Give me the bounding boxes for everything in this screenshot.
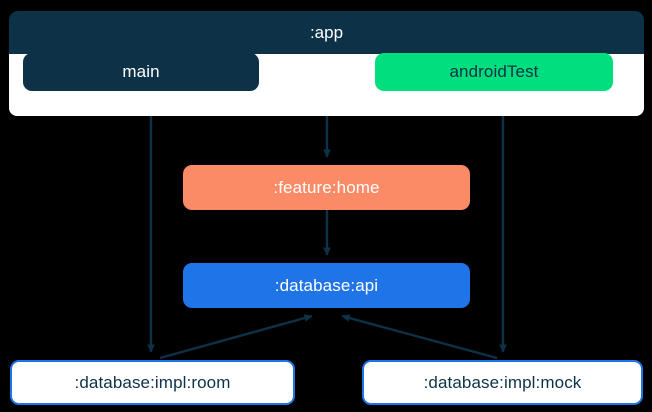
edge-mock-to-database-api — [341, 314, 498, 360]
cluster-app-title: :app — [309, 22, 344, 42]
edge-room-to-database-api — [159, 314, 313, 360]
node-android-test[interactable]: androidTest — [375, 53, 613, 91]
node-database-impl-mock[interactable]: :database:impl:mock — [362, 360, 643, 405]
node-database-impl-room[interactable]: :database:impl:room — [10, 360, 295, 405]
node-database-api[interactable]: :database:api — [183, 263, 470, 308]
node-feature-home[interactable]: :feature:home — [183, 165, 470, 210]
node-main[interactable]: main — [23, 53, 259, 91]
